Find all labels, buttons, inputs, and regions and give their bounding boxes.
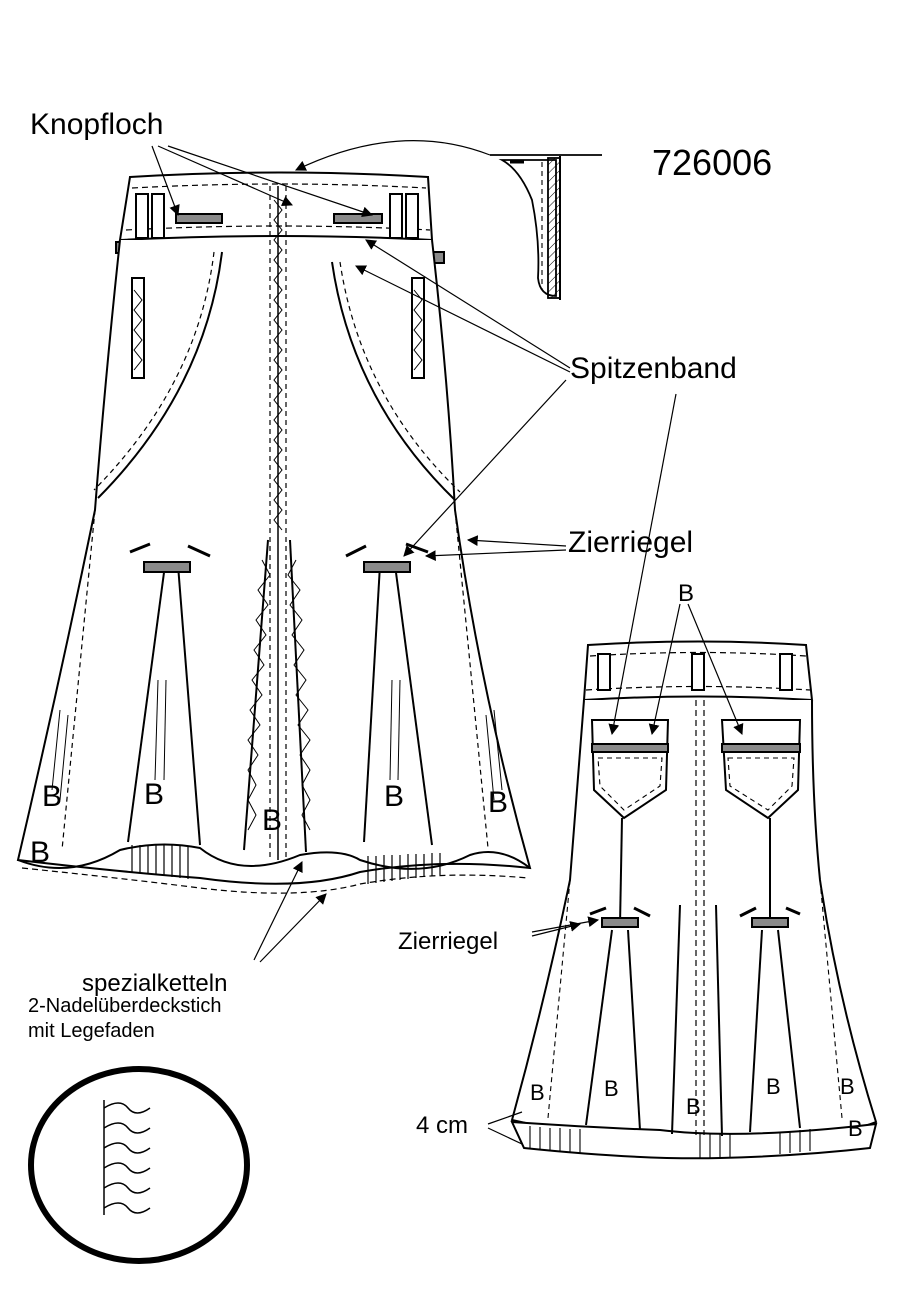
back-panel-mark: B: [840, 1074, 855, 1099]
back-skirt-outline: [510, 699, 878, 1147]
leader-arrows: [151, 140, 744, 1145]
back-panel-mark: B: [766, 1074, 781, 1099]
label-b-back-top: B: [678, 580, 695, 607]
back-skirt-drawing: [510, 640, 878, 1160]
label-zierriegel-front: Zierriegel: [568, 526, 694, 559]
front-panel-mark: B: [262, 804, 283, 837]
stitch-diagram: [28, 1066, 250, 1264]
back-panel-mark: B: [530, 1080, 545, 1105]
front-hem-flounce: [17, 843, 531, 870]
label-spitzenband: Spitzenband: [570, 352, 737, 385]
front-panel-mark: B: [42, 780, 63, 813]
waistband-cross-section: [490, 154, 602, 300]
back-panel-mark: B: [686, 1094, 701, 1119]
label-spezialketteln: spezialketteln: [82, 970, 228, 997]
front-skirt-drawing: [16, 171, 532, 894]
front-panel-mark: B: [488, 786, 509, 819]
label-hem-width: 4 cm: [416, 1112, 469, 1139]
label-2-nadel: 2-Nadelüberdeckstich: [28, 995, 222, 1017]
front-panel-mark: B: [384, 780, 405, 813]
back-panel-mark: B: [848, 1116, 863, 1141]
label-zierriegel-back: Zierriegel: [398, 928, 499, 955]
front-panel-mark: B: [30, 836, 51, 869]
front-panel-mark: B: [144, 778, 165, 811]
label-knopfloch: Knopfloch: [30, 108, 164, 141]
front-skirt-outline: [16, 239, 532, 885]
back-panel-mark: B: [604, 1076, 619, 1101]
model-number: 726006: [652, 142, 773, 183]
label-legefaden: mit Legefaden: [28, 1020, 155, 1042]
